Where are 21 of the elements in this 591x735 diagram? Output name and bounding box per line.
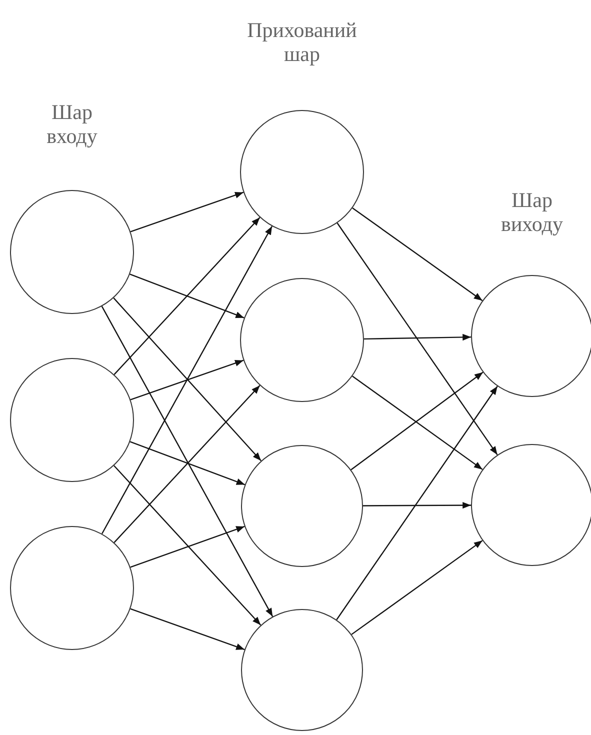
arrow [363,502,471,509]
arrow [130,360,244,400]
arrow [101,226,273,534]
arrow [130,608,245,650]
arrow [101,306,274,617]
layer-label: Прихований шар [246,18,358,66]
arrow [130,526,245,568]
layer-label: Шар входу [46,100,98,148]
arrow [114,465,262,626]
arrow [130,274,244,318]
arrow [351,540,483,635]
arrow [130,192,244,232]
arrow [114,217,260,375]
arrow [352,208,483,302]
arrow [336,386,498,620]
arrow [114,385,260,543]
layer-label: Шар виходу [500,188,564,236]
arrow [113,298,262,462]
arrow [364,334,472,341]
arrow [336,222,498,456]
arrow [130,441,246,486]
